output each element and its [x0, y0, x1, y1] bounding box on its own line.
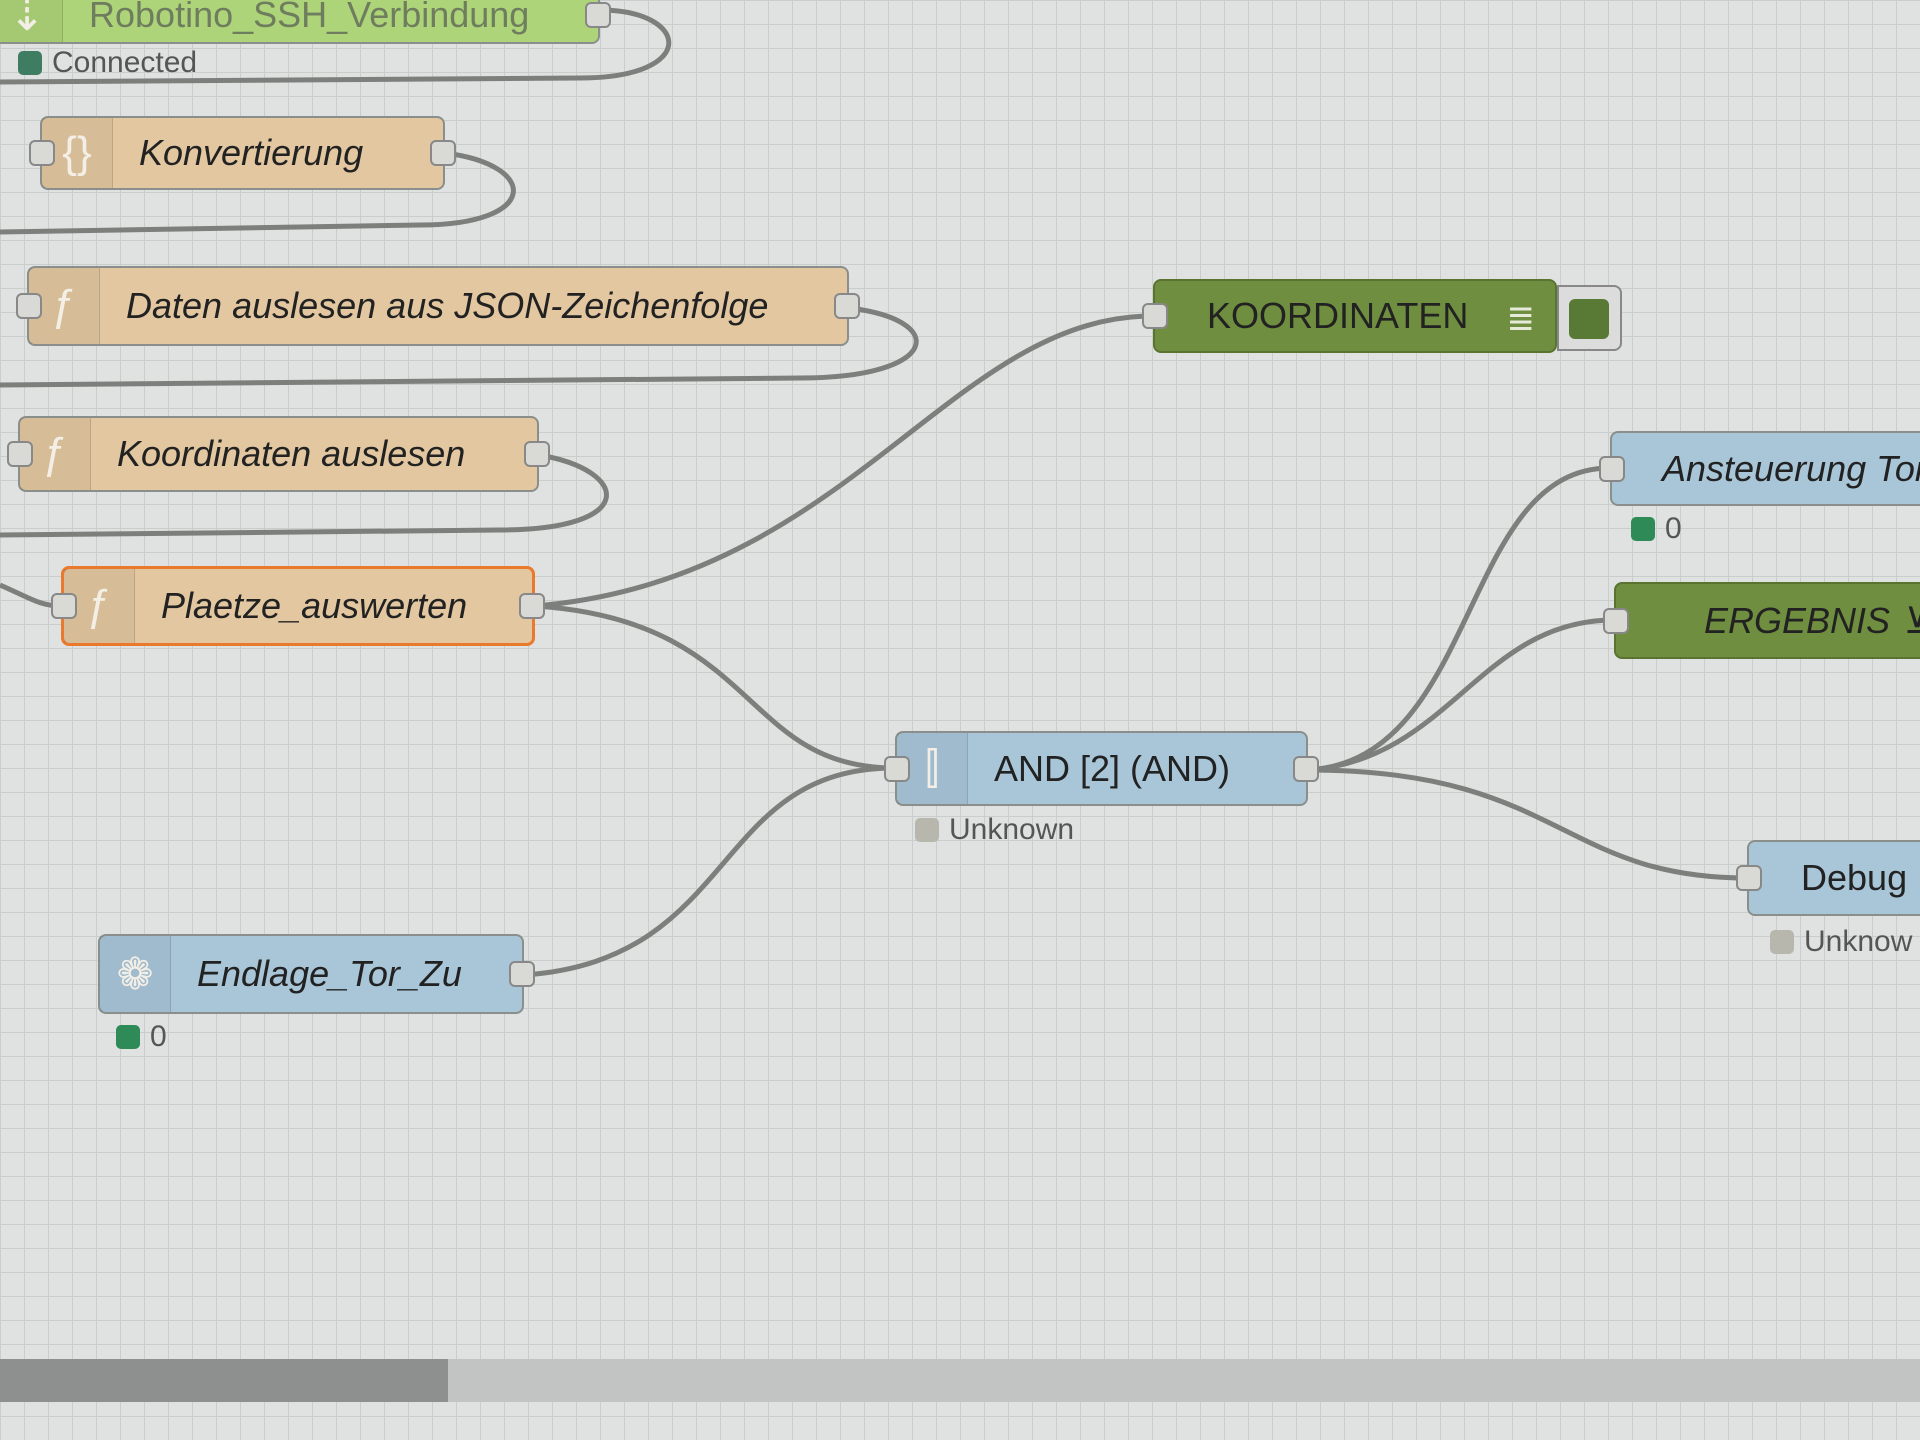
node-ansteuerung-tor[interactable]: Ansteuerung Tor — [1599, 431, 1920, 506]
output-port[interactable] — [509, 961, 535, 987]
status-dot — [915, 818, 939, 842]
node-konvertierung[interactable]: {} Konvertierung — [29, 116, 456, 190]
node-daten-auslesen[interactable]: ƒ Daten auslesen aus JSON-Zeichenfolge — [16, 266, 860, 346]
output-port[interactable] — [834, 293, 860, 319]
node-status: Connected — [18, 46, 197, 80]
input-port[interactable] — [16, 293, 42, 319]
scrollbar-thumb[interactable] — [0, 1359, 448, 1402]
status-dot — [1770, 930, 1794, 954]
ssh-icon: ⇣ — [0, 0, 63, 42]
list-icon: ≣ — [1506, 300, 1536, 338]
input-port[interactable] — [1142, 303, 1168, 329]
koordinaten-toggle-button[interactable] — [1557, 285, 1622, 351]
output-port[interactable] — [524, 441, 550, 467]
node-koordinaten-dashboard[interactable]: KOORDINATEN ≣ — [1142, 279, 1557, 353]
wire[interactable] — [1307, 617, 1615, 773]
output-port[interactable] — [519, 593, 545, 619]
input-port[interactable] — [51, 593, 77, 619]
node-ergebnis-chart[interactable]: ERGEBNIS ⊻ — [1603, 582, 1920, 659]
wire[interactable] — [1307, 767, 1748, 881]
node-koordinaten-auslesen[interactable]: ƒ Koordinaten auslesen — [7, 416, 550, 492]
horizontal-scrollbar[interactable] — [0, 1359, 1920, 1402]
node-status: Unknown — [915, 813, 1074, 847]
wire[interactable] — [0, 7, 672, 85]
chart-icon: ⊻ — [1904, 599, 1920, 641]
output-port[interactable] — [1293, 755, 1319, 782]
output-port[interactable] — [585, 2, 611, 28]
input-port[interactable] — [7, 441, 33, 467]
node-status: 0 — [1631, 512, 1682, 546]
node-robotino-ssh[interactable]: ⇣ Robotino_SSH_Verbindung — [0, 0, 611, 44]
raspberry-pi-icon: ❁ — [100, 936, 171, 1012]
node-endlage-tor-zu[interactable]: ❁ Endlage_Tor_Zu — [98, 934, 535, 1014]
wire[interactable] — [0, 305, 919, 388]
wire[interactable] — [0, 452, 609, 538]
node-debug[interactable]: Debug — [1736, 840, 1920, 916]
input-port[interactable] — [1603, 607, 1629, 634]
input-port[interactable] — [884, 755, 910, 782]
status-dot — [1631, 517, 1655, 541]
input-port[interactable] — [1599, 455, 1625, 482]
node-and-gate[interactable]: ⫿ AND [2] (AND) — [884, 731, 1319, 806]
status-dot — [116, 1025, 140, 1049]
input-port[interactable] — [1736, 865, 1762, 891]
wire[interactable] — [1307, 465, 1611, 773]
input-port[interactable] — [29, 140, 55, 166]
wire[interactable] — [534, 313, 1154, 609]
wire[interactable] — [534, 603, 896, 771]
output-port[interactable] — [430, 140, 456, 166]
status-dot — [18, 51, 42, 75]
wire[interactable] — [0, 150, 516, 235]
wire[interactable] — [523, 765, 896, 978]
node-status: Unknow — [1770, 925, 1912, 959]
node-status: 0 — [116, 1020, 167, 1054]
node-plaetze-auswerten[interactable]: ƒ Plaetze_auswerten — [51, 566, 545, 646]
